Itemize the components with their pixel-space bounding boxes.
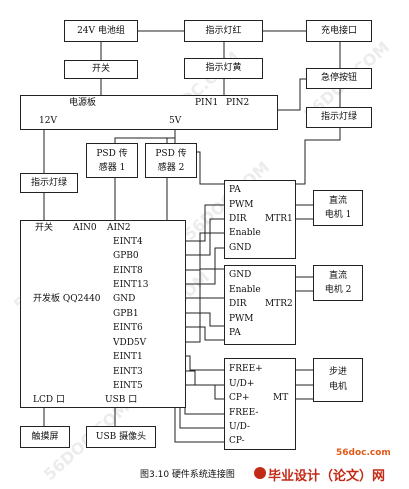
- mtr1-pin: PWM: [229, 200, 254, 210]
- switch-box: 开关: [64, 60, 138, 79]
- mt-pin: U/D+: [229, 379, 255, 389]
- power-board-pin1: PIN1: [195, 98, 219, 108]
- touchscreen-label: 触摸屏: [31, 432, 59, 442]
- mt-name: MT: [273, 393, 289, 403]
- dc-motor-1-line2: 电机 1: [324, 210, 352, 220]
- mtr2-pin: DIR: [229, 299, 247, 309]
- dev-board-pin: EINT13: [113, 280, 149, 290]
- estop-label: 急停按钮: [320, 73, 357, 83]
- dev-board-pin: VDD5V: [113, 338, 147, 348]
- dev-board-switch: 开关: [35, 223, 54, 233]
- green-indicator-left-box: 指示灯绿: [20, 173, 78, 193]
- site-watermark-text: 56doc.com: [336, 448, 391, 458]
- mt-pin: FREE-: [229, 408, 259, 418]
- power-board: 电源板 PIN1 PIN2 12V 5V: [20, 95, 278, 130]
- dc-motor-2-line1: 直流: [328, 271, 347, 281]
- touchscreen-box: 触摸屏: [20, 426, 70, 448]
- dev-board-pin: EINT6: [113, 323, 143, 333]
- dc-motor-2: 直流 电机 2: [313, 265, 363, 301]
- psd-sensor-2-line2: 感器 2: [157, 163, 185, 173]
- mtr1-pin: Enable: [229, 228, 261, 238]
- mt-pin: U/D-: [229, 422, 251, 432]
- red-indicator-label: 指示灯红: [205, 26, 242, 36]
- dev-board: 开关 AIN0 AIN2 EINT4 GPB0 EINT8 EINT13 GND…: [20, 220, 186, 408]
- mtr2-pin: GND: [229, 270, 252, 280]
- dev-board-name: 开发板 QQ2440: [33, 294, 101, 304]
- caption-bar: 图3.10 硬件系统连接图 毕业设计（论文）网: [0, 465, 409, 484]
- power-board-12v: 12V: [39, 116, 57, 126]
- dev-board-pin: EINT4: [113, 237, 143, 247]
- mtr2-driver: GND Enable DIR PWM PA MTR2: [224, 265, 296, 345]
- dev-board-ain0: AIN0: [73, 223, 97, 233]
- psd-sensor-1: PSD 传 感器 1: [86, 143, 138, 178]
- stepper-motor-line1: 步进: [328, 367, 347, 377]
- mtr1-name: MTR1: [265, 214, 293, 224]
- dc-motor-1: 直流 电机 1: [313, 190, 363, 226]
- stepper-motor-line2: 电机: [328, 382, 347, 392]
- green-indicator-left-label: 指示灯绿: [30, 178, 67, 188]
- battery-box: 24V 电池组: [64, 20, 138, 42]
- dev-board-usb: USB 口: [105, 395, 138, 405]
- mtr2-name: MTR2: [265, 299, 293, 309]
- yellow-indicator-label: 指示灯黄: [205, 63, 242, 73]
- mtr1-driver: PA PWM DIR Enable GND MTR1: [224, 180, 296, 259]
- power-board-pin2: PIN2: [226, 98, 250, 108]
- psd-sensor-1-line2: 感器 1: [98, 163, 126, 173]
- mtr1-pin: PA: [229, 185, 241, 195]
- usb-camera-label: USB 摄像头: [95, 432, 147, 442]
- dev-board-pin: EINT8: [113, 266, 143, 276]
- psd-sensor-2-line1: PSD 传: [155, 149, 187, 159]
- psd-sensor-1-line1: PSD 传: [96, 149, 128, 159]
- estop-box: 急停按钮: [306, 68, 372, 89]
- dev-board-pin: EINT5: [113, 381, 143, 391]
- dev-board-pin: GPB1: [113, 309, 139, 319]
- mtr1-pin: GND: [229, 243, 252, 253]
- dev-board-pin: EINT3: [113, 367, 143, 377]
- mtr2-pin: Enable: [229, 285, 261, 295]
- power-board-title: 电源板: [69, 98, 97, 108]
- stepper-motor: 步进 电机: [313, 358, 363, 402]
- usb-camera-box: USB 摄像头: [86, 426, 156, 448]
- dc-motor-1-line1: 直流: [328, 196, 347, 206]
- mt-driver: FREE+ U/D+ CP+ FREE- U/D- CP- MT: [224, 358, 296, 450]
- dev-board-pin: EINT1: [113, 352, 143, 362]
- green-indicator-right-box: 指示灯绿: [306, 107, 372, 128]
- dc-motor-2-line2: 电机 2: [324, 285, 352, 295]
- red-indicator-box: 指示灯红: [184, 20, 263, 42]
- mt-pin: CP+: [229, 393, 250, 403]
- battery-label: 24V 电池组: [77, 26, 125, 36]
- figure-caption: 图3.10 硬件系统连接图: [140, 470, 235, 480]
- dev-board-pin: GPB0: [113, 251, 139, 261]
- brand-text: 毕业设计（论文）网: [268, 469, 386, 484]
- dev-board-lcd: LCD 口: [33, 395, 65, 405]
- mtr1-pin: DIR: [229, 214, 247, 224]
- yellow-indicator-box: 指示灯黄: [184, 58, 263, 79]
- mtr2-pin: PA: [229, 328, 241, 338]
- mtr2-pin: PWM: [229, 314, 254, 324]
- brand-logo-icon: [254, 467, 266, 479]
- charge-port-box: 充电接口: [306, 20, 372, 42]
- dev-board-pin: GND: [113, 294, 136, 304]
- psd-sensor-2: PSD 传 感器 2: [145, 143, 197, 178]
- mt-pin: CP-: [229, 436, 245, 446]
- power-board-5v: 5V: [169, 116, 182, 126]
- charge-port-label: 充电接口: [320, 26, 357, 36]
- green-indicator-right-label: 指示灯绿: [320, 112, 357, 122]
- switch-label: 开关: [91, 64, 110, 74]
- dev-board-ain2: AIN2: [107, 223, 131, 233]
- mt-pin: FREE+: [229, 364, 263, 374]
